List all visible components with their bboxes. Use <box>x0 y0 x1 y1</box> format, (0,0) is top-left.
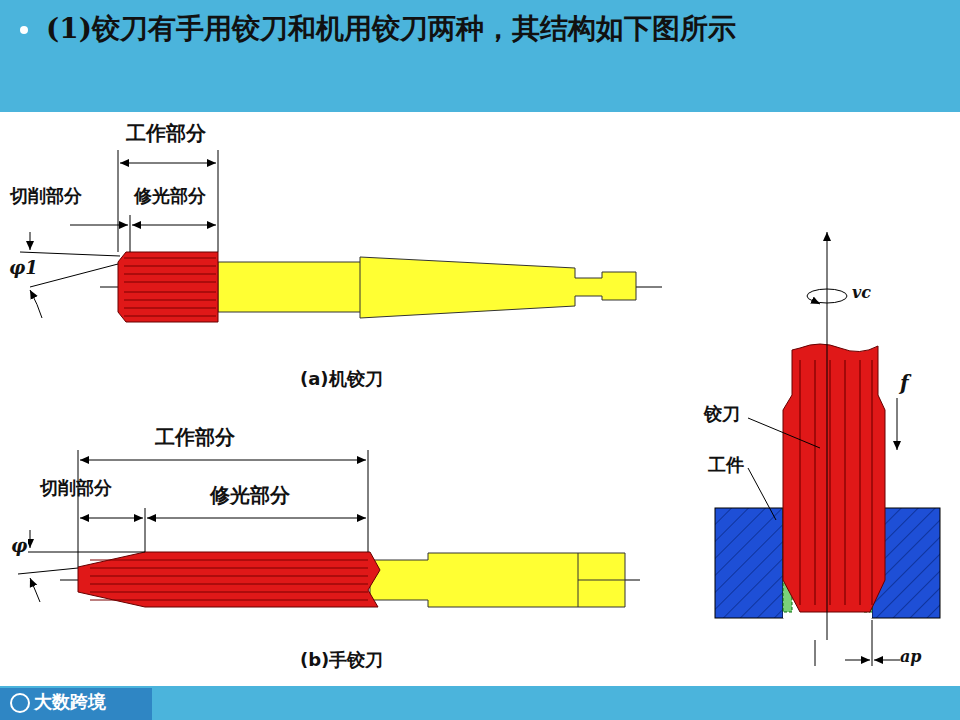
figure-caption: (a)机铰刀 <box>300 369 383 390</box>
dimension-label: 工作部分 <box>126 122 206 145</box>
logo <box>11 694 29 712</box>
reaming-operation <box>715 232 940 666</box>
machine-reamer <box>20 150 662 322</box>
flute-line <box>871 360 872 605</box>
dimension-label: 修光部分 <box>134 186 206 207</box>
dimension-label: 工作部分 <box>155 426 235 449</box>
flute-line <box>124 274 216 275</box>
dimension-label: 切削部分 <box>40 478 112 499</box>
footer-band <box>0 686 960 720</box>
flute-line <box>124 282 216 283</box>
hand-reamer <box>18 450 640 607</box>
feed-label: f <box>900 372 909 395</box>
watermark-box <box>0 688 152 720</box>
depth-label: ap <box>900 648 922 666</box>
part-label: 工件 <box>708 455 744 476</box>
angle-label: φ1 <box>8 258 39 279</box>
angle-label: φ <box>10 536 28 557</box>
watermark: 大数跨境 <box>34 692 106 713</box>
slide-title: (1)铰刀有手用铰刀和机用铰刀两种，其结构如下图所示 <box>46 10 736 48</box>
flute-line <box>90 568 368 569</box>
flute-line <box>124 266 216 267</box>
part-label: 铰刀 <box>704 404 740 425</box>
dimension-label: 修光部分 <box>210 484 290 507</box>
flute-line <box>799 360 800 605</box>
flute-line <box>124 316 216 317</box>
flute-line <box>859 360 860 605</box>
flute-line <box>829 360 830 605</box>
flute-line <box>90 600 368 601</box>
flute-line <box>814 360 815 605</box>
flute-line <box>124 258 216 259</box>
bullet <box>20 26 28 34</box>
dimension-label: 切削部分 <box>10 186 82 207</box>
velocity-label: vc <box>852 284 871 302</box>
flute-line <box>124 300 216 301</box>
flute-line <box>90 584 368 585</box>
figure-caption: (b)手铰刀 <box>300 650 383 671</box>
flute-line <box>90 560 368 561</box>
flute-line <box>124 308 216 309</box>
title-band <box>0 0 960 112</box>
flute-line <box>844 360 845 605</box>
flute-line <box>90 592 368 593</box>
flute-line <box>124 292 216 293</box>
flute-line <box>90 576 368 577</box>
